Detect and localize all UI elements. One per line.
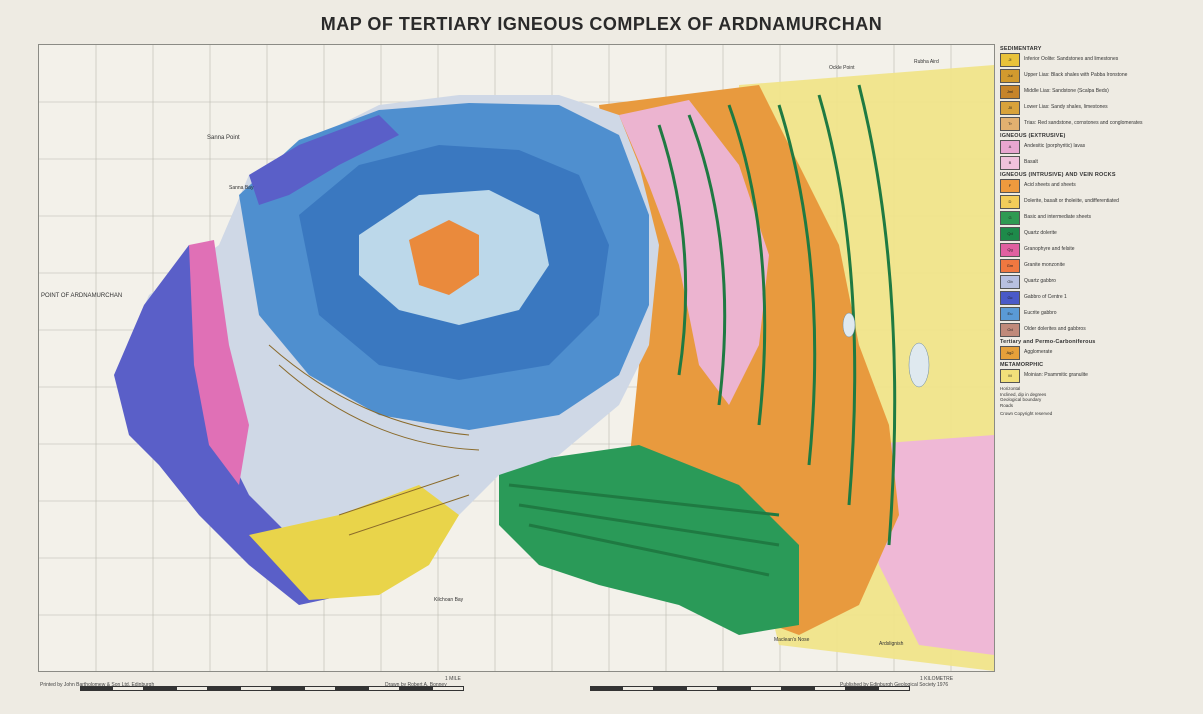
map-title: MAP OF TERTIARY IGNEOUS COMPLEX OF ARDNA… <box>320 14 883 34</box>
legend-row: M Moinian: Psammitic granulite <box>1000 368 1196 383</box>
pink-lava-band <box>619 100 769 405</box>
orange-core <box>409 220 479 295</box>
legend-row: Jll Lower Lias: Sandy shales, limestones <box>1000 100 1196 115</box>
legend-swatch: Jml <box>1000 84 1020 99</box>
legend-row: D Dolerite, basalt or tholeiite, undiffer… <box>1000 194 1196 209</box>
place-rubha-aird: Rubha Aird <box>914 59 939 65</box>
place-kilchoan-bay: Kilchoan Bay <box>434 597 464 603</box>
legend-label: Acid sheets and sheets <box>1024 181 1076 188</box>
place-ardslignish: Ardslignish <box>879 641 904 647</box>
place-sanna-bay: Sanna Bay <box>229 185 254 191</box>
legend-swatch: D <box>1000 194 1020 209</box>
legend-label: Quartz gabbro <box>1024 277 1056 284</box>
legend-sedimentary-head: SEDIMENTARY <box>1000 46 1042 52</box>
place-sanna-point: Sanna Point <box>207 135 240 141</box>
legend-row: Od Older dolerites and gabbros <box>1000 322 1196 337</box>
scale-km-label: 1 KILOMETRE <box>920 676 954 682</box>
legend-symbol: Roads <box>1000 402 1014 408</box>
legend-swatch: Gm <box>1000 258 1020 273</box>
legend-symbol: Inclined, dip in degrees <box>1000 391 1047 397</box>
legend-swatch: Od <box>1000 322 1020 337</box>
scale-bar-km <box>590 686 910 691</box>
legend-swatch: Qg <box>1000 242 1020 257</box>
legend-row: B Basalt <box>1000 155 1196 170</box>
legend-swatch: Jul <box>1000 68 1020 83</box>
legend-symbol: Geological boundary <box>1000 397 1042 402</box>
scale-bar-miles <box>80 686 464 691</box>
legend-label: Basic and intermediate sheets <box>1024 213 1091 220</box>
place-macleans-nose: Maclean's Nose <box>774 637 810 643</box>
pink-west-strip <box>189 240 249 485</box>
dyke-swarm <box>508 84 897 577</box>
legend-swatch: G <box>1000 210 1020 225</box>
legend-label: Dolerite, basalt or tholeiite, undiffere… <box>1024 197 1119 204</box>
legend-row: Gm Granite monzonite <box>1000 258 1196 273</box>
legend-row: Jl Inferior Oolite: Sandstones and limest… <box>1000 52 1196 67</box>
legend-swatch: Gc <box>1000 290 1020 305</box>
legend-row: Qd Quartz dolerite <box>1000 226 1196 241</box>
loch-2 <box>842 312 856 338</box>
legend-label: Moinian: Psammitic granulite <box>1024 371 1088 378</box>
legend-row: Eu Eucrite gabbro <box>1000 306 1196 321</box>
legend-label: Older dolerites and gabbros <box>1024 325 1086 332</box>
legend-intrusive-head: IGNEOUS (INTRUSIVE) AND VEIN ROCKS <box>1000 172 1116 178</box>
legend-swatch: Tr <box>1000 116 1020 131</box>
legend-swatch: Ag2 <box>1000 345 1020 360</box>
place-ockle-point: Ockle Point <box>829 65 855 71</box>
legend-swatch: F <box>1000 178 1020 193</box>
legend-label: Quartz dolerite <box>1024 229 1057 236</box>
legend-label: Granite monzonite <box>1024 261 1065 268</box>
legend-row: A Andesitic (porphyritic) lavas <box>1000 139 1196 154</box>
legend-row: G Basic and intermediate sheets <box>1000 210 1196 225</box>
legend-label: Eucrite gabbro <box>1024 309 1057 316</box>
legend-label: Lower Lias: Sandy shales, limestones <box>1024 103 1108 110</box>
legend-row: Gc Gabbro of Centre 1 <box>1000 290 1196 305</box>
legend-swatch: B <box>1000 155 1020 170</box>
legend-row: Tr Trias: Red sandstone, cornstones and c… <box>1000 116 1196 131</box>
legend-label: Gabbro of Centre 1 <box>1024 293 1067 300</box>
loch-1 <box>908 342 930 388</box>
legend-symbols: Horizontal Inclined, dip in degrees Geol… <box>1000 386 1196 408</box>
legend-swatch: Jll <box>1000 100 1020 115</box>
legend-panel: SEDIMENTARY Jl Inferior Oolite: Sandstone… <box>1000 44 1196 670</box>
geological-map[interactable] <box>39 45 994 671</box>
south-yellow-sediment <box>249 485 459 600</box>
legend-row: Jml Middle Lias: Sandstone (Scalpa Beds) <box>1000 84 1196 99</box>
legend-label: Agglomerate <box>1024 348 1053 355</box>
legend-label: Inferior Oolite: Sandstones and limeston… <box>1024 55 1119 62</box>
legend-swatch: M <box>1000 368 1020 383</box>
scale-miles-label: 1 MILE <box>445 676 461 682</box>
footer-drawn: Drawn by Robert A. Bonney <box>385 682 447 688</box>
legend-swatch: Eu <box>1000 306 1020 321</box>
cone-sheet-lines <box>268 344 480 536</box>
legend-swatch: Jl <box>1000 52 1020 67</box>
legend-row: Qg Granophyre and felsite <box>1000 242 1196 257</box>
geological-map-frame[interactable]: Sanna Point Sanna Bay POINT OF ARDNAMURC… <box>38 44 995 672</box>
legend-extrusive-head: IGNEOUS (EXTRUSIVE) <box>1000 133 1066 139</box>
legend-copyright: Crown Copyright reserved <box>1000 411 1053 416</box>
legend-row: F Acid sheets and sheets <box>1000 178 1196 193</box>
west-purple-gabbro <box>114 245 369 605</box>
legend-carbon-head: Tertiary and Permo-Carboniferous <box>1000 339 1096 345</box>
legend-metamorphic-head: METAMORPHIC <box>1000 362 1044 368</box>
legend-label: Andesitic (porphyritic) lavas <box>1024 142 1086 149</box>
legend-symbol: Horizontal <box>1000 386 1021 391</box>
legend-swatch: A <box>1000 139 1020 154</box>
north-purple-gabbro <box>249 115 399 205</box>
footer-printer: Printed by John Bartholomew & Son Ltd. E… <box>40 682 155 688</box>
legend-row: Jul Upper Lias: Black shales with Pabba I… <box>1000 68 1196 83</box>
legend-swatch: Qd <box>1000 226 1020 241</box>
legend-label: Middle Lias: Sandstone (Scalpa Beds) <box>1024 87 1109 94</box>
legend-label: Upper Lias: Black shales with Pabba Iron… <box>1024 71 1128 78</box>
footer-publisher: Published by Edinburgh Geological Societ… <box>840 682 949 688</box>
legend-label: Trias: Red sandstone, cornstones and con… <box>1024 119 1143 126</box>
legend-label: Basalt <box>1024 158 1038 165</box>
place-point-of-ardnamurchan: POINT OF ARDNAMURCHAN <box>41 293 123 299</box>
legend-row: Gb Quartz gabbro <box>1000 274 1196 289</box>
legend-label: Granophyre and felsite <box>1024 245 1075 252</box>
legend-row: Ag2 Agglomerate <box>1000 345 1196 360</box>
legend-swatch: Gb <box>1000 274 1020 289</box>
